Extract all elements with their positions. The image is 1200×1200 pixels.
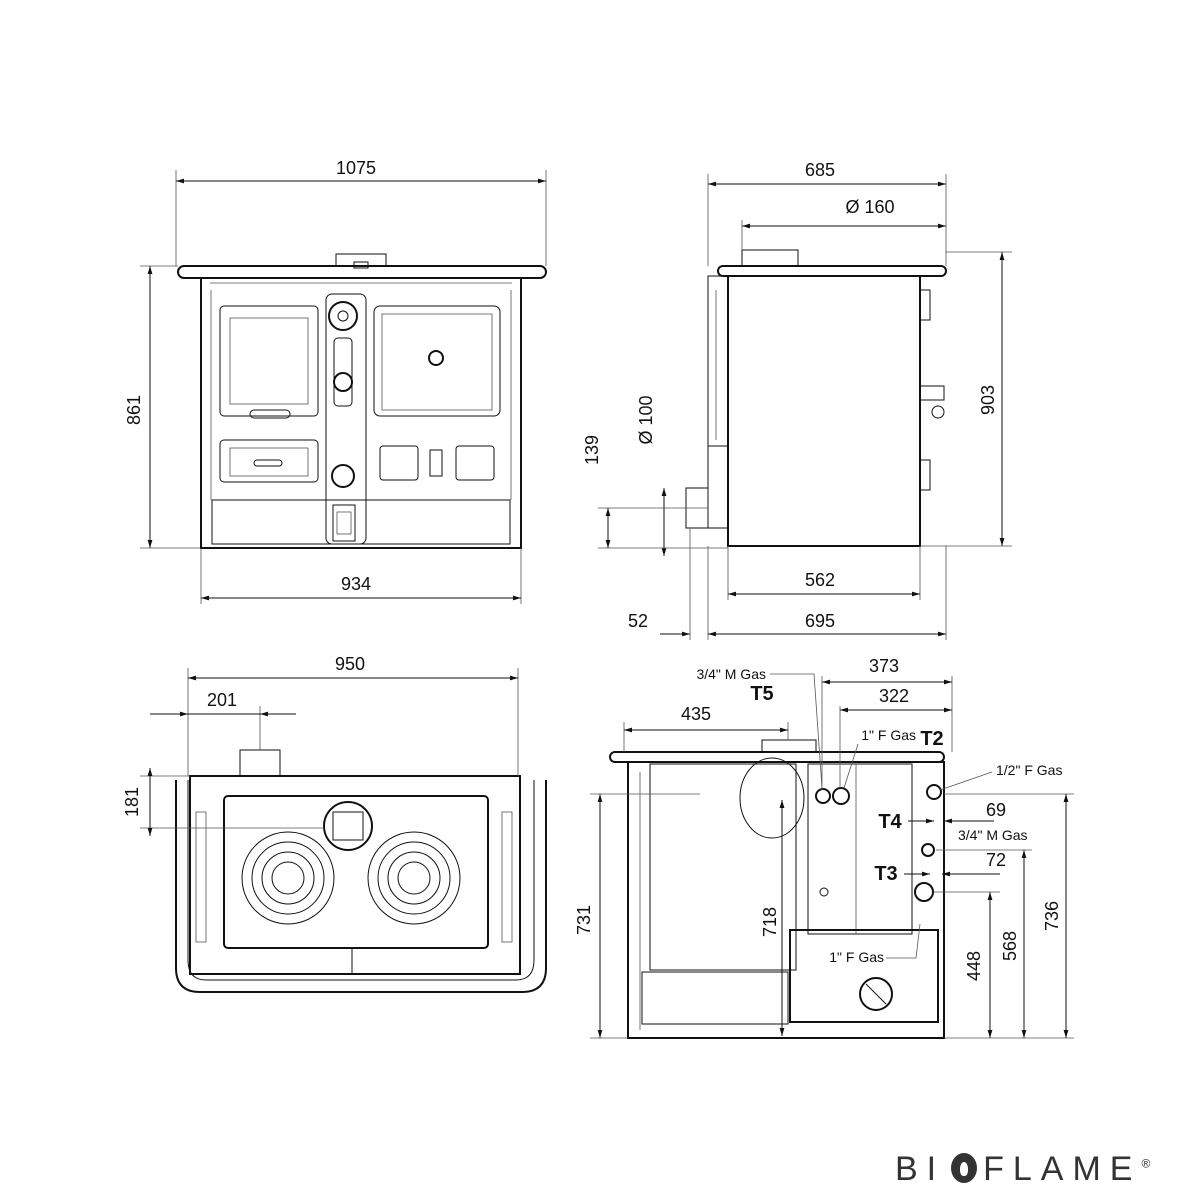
dim-top-flue-y: 181 — [122, 787, 142, 817]
dim-front-height: 861 — [124, 395, 144, 425]
t2-label: T2 — [920, 728, 943, 750]
brand-name-pre: BI — [895, 1150, 946, 1188]
t3-label: T3 — [874, 863, 897, 885]
t4-spec: 3/4" M Gas — [958, 827, 1028, 843]
dim-rear-731: 731 — [574, 905, 594, 935]
bioflame-logo: BI FLAME® — [895, 1150, 1150, 1189]
dim-side-total-depth: 695 — [805, 611, 835, 631]
dim-front-width-base: 934 — [341, 574, 371, 594]
bottom-spec: 1" F Gas — [829, 949, 884, 965]
dim-outlet-diameter: Ø 100 — [636, 395, 656, 444]
rear-view: 435 373 322 3/4" M Gas T5 1" F Gas T2 1/… — [574, 656, 1074, 1039]
dim-rear-flue-offset: 435 — [681, 704, 711, 724]
dim-rear-718: 718 — [760, 907, 780, 937]
dim-flue-diameter: Ø 160 — [845, 197, 894, 217]
dim-rear-t5-offset: 373 — [869, 656, 899, 676]
dim-rear-736: 736 — [1042, 901, 1062, 931]
dim-side-offset: 52 — [628, 611, 648, 631]
brand-name-post: FLAME — [983, 1150, 1142, 1188]
t5-spec: 3/4" M Gas — [696, 666, 766, 682]
side-view: 685 Ø 160 903 Ø 100 139 562 52 695 — [582, 160, 1012, 640]
t4-label: T4 — [878, 811, 902, 833]
registered-mark: ® — [1141, 1156, 1151, 1171]
dim-side-body-depth: 562 — [805, 570, 835, 590]
t2-spec: 1" F Gas — [861, 727, 916, 743]
dim-top-width: 950 — [335, 654, 365, 674]
dim-side-height: 903 — [978, 385, 998, 415]
dim-side-depth-top: 685 — [805, 160, 835, 180]
flame-icon — [951, 1153, 978, 1183]
dim-rear-568: 568 — [1000, 931, 1020, 961]
top-view: 950 201 181 — [122, 654, 547, 993]
dim-front-width-top: 1075 — [336, 158, 376, 178]
t5-label: T5 — [750, 683, 773, 705]
front-view: 1075 861 934 — [124, 158, 547, 604]
dim-t3-offset: 72 — [986, 850, 1006, 870]
dim-outlet-height: 139 — [582, 435, 602, 465]
dim-rear-t2-offset: 322 — [879, 686, 909, 706]
dim-top-flue-x: 201 — [207, 690, 237, 710]
dim-rear-448: 448 — [964, 951, 984, 981]
t1-spec: 1/2" F Gas — [996, 762, 1062, 778]
dim-t4-offset: 69 — [986, 800, 1006, 820]
